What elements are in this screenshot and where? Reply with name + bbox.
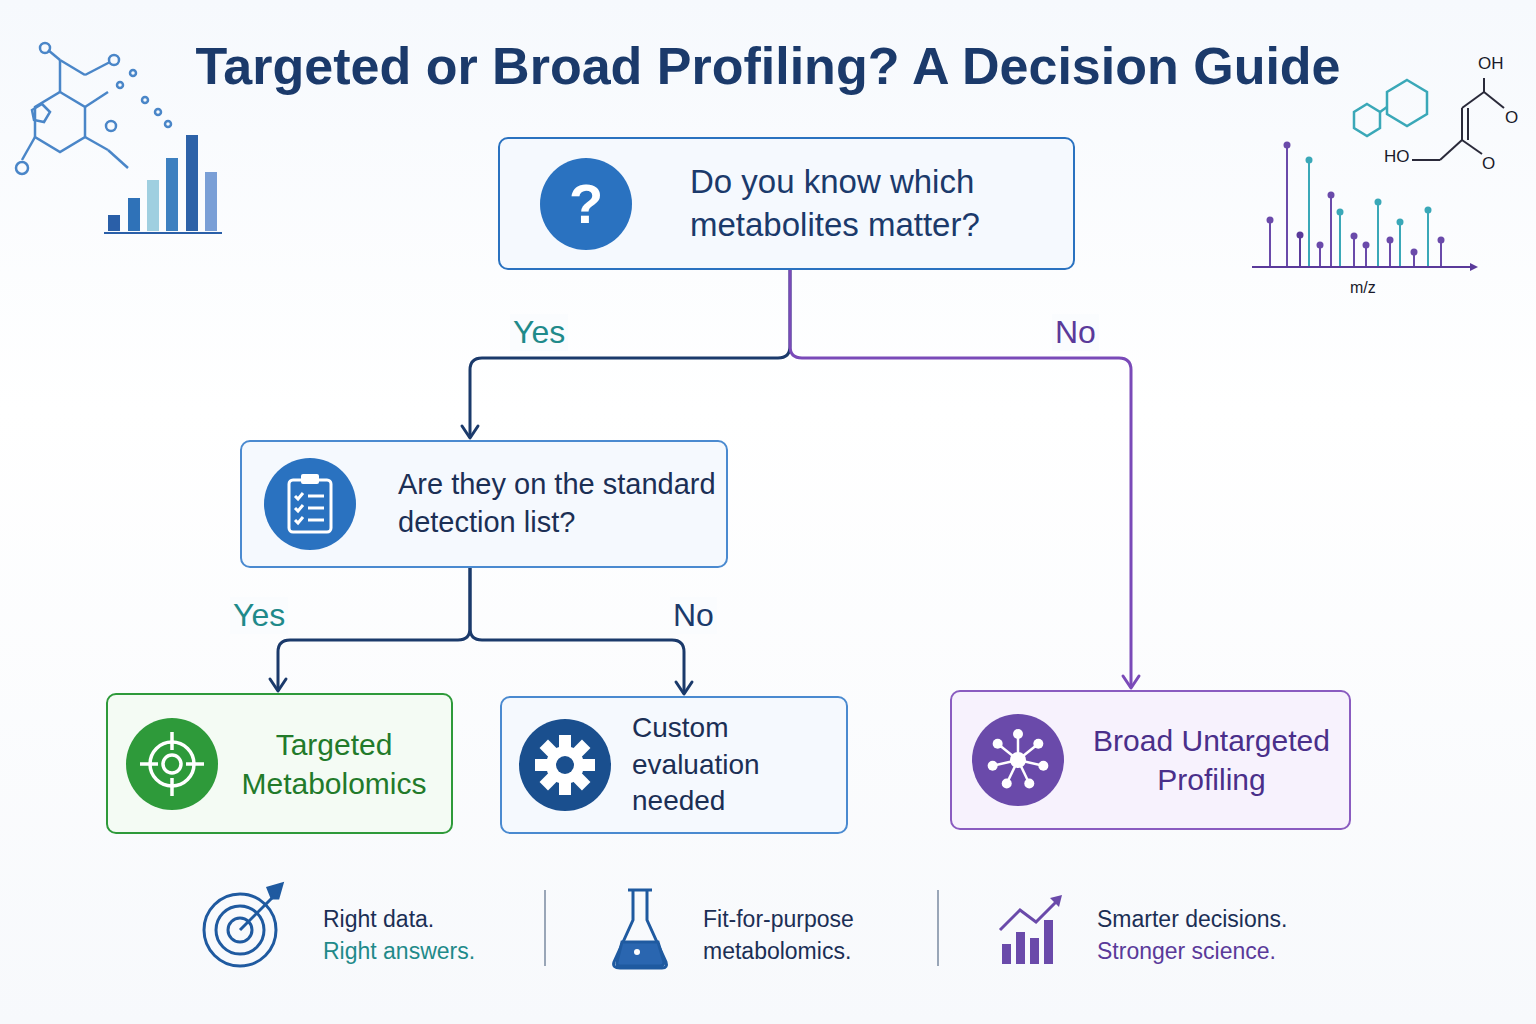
peak-dot	[1284, 142, 1291, 149]
footer-text: Fit-for-purpose metabolomics.	[703, 904, 873, 967]
peak-dot	[1375, 199, 1382, 206]
outcome-box: Targeted Metabolomics	[106, 693, 453, 834]
decision-box: Are they on the standard detection list?	[240, 440, 728, 568]
spectrum-peaks	[1267, 142, 1445, 267]
peak-dot	[1297, 232, 1304, 239]
outcome-box: Broad Untargeted Profiling	[950, 690, 1351, 830]
title: Targeted or Broad Profiling? A Decision …	[0, 36, 1536, 96]
peak-dot	[1387, 237, 1394, 244]
spectrum-peak	[1269, 220, 1271, 266]
target-icon	[124, 716, 220, 812]
network-dot	[1002, 778, 1012, 788]
bar-chart-illustration	[104, 135, 222, 233]
connector	[270, 568, 470, 691]
icon-glyph: ?	[569, 165, 603, 242]
node-text: Are they on the standard detection list?	[398, 466, 716, 541]
axis-label: m/z	[1350, 277, 1376, 299]
network-dot	[1013, 729, 1023, 739]
edge-label: Yes	[230, 597, 288, 634]
peak-dot	[1411, 249, 1418, 256]
peak-dot	[1363, 242, 1370, 249]
network-dot	[1038, 761, 1048, 771]
connector-line	[278, 568, 470, 691]
molecule-illustration	[16, 43, 171, 174]
spectrum-peak	[1427, 210, 1429, 266]
network-dot	[1033, 739, 1043, 749]
growth-footer-icon	[1000, 895, 1062, 964]
edge-label: Yes	[510, 314, 568, 351]
connector-line	[470, 568, 684, 694]
footer-text: Smarter decisions.	[1097, 904, 1287, 936]
peak-dot	[1438, 237, 1445, 244]
atom-label: O	[1505, 106, 1518, 129]
connector-line	[790, 270, 1131, 688]
node-text: Targeted Metabolomics	[234, 725, 434, 803]
footer-text: Right data.	[323, 904, 434, 936]
peak-dot	[1337, 209, 1344, 216]
spectrum-peak	[1399, 222, 1401, 266]
spectrum-peak	[1330, 195, 1332, 266]
spectrum-peak	[1377, 202, 1379, 266]
edge-label: No	[1052, 314, 1099, 351]
arrowhead	[676, 682, 692, 694]
atom-label: OH	[1478, 52, 1504, 75]
network-dot	[993, 739, 1003, 749]
spectrum-peak	[1353, 236, 1355, 266]
arrowhead	[462, 426, 478, 438]
network-icon	[970, 712, 1066, 808]
edge-label: No	[670, 597, 717, 634]
arrowhead	[1123, 676, 1139, 688]
clipboard-icon	[262, 456, 358, 552]
target-footer-icon	[204, 884, 282, 966]
node-text: Broad Untargeted Profiling	[1084, 721, 1339, 799]
spectrum-peak	[1389, 240, 1391, 266]
connector	[790, 270, 1139, 688]
spectrum-peak	[1299, 235, 1301, 266]
peak-dot	[1267, 217, 1274, 224]
peak-dot	[1351, 233, 1358, 240]
gear-icon	[517, 717, 613, 813]
arrowhead	[270, 679, 286, 691]
footer-text: Right answers.	[323, 936, 475, 968]
node-text: Custom evaluation needed	[632, 710, 836, 819]
spectrum-peak	[1440, 240, 1442, 266]
connector	[470, 568, 692, 694]
footer-divider	[937, 890, 939, 966]
connector-line	[470, 270, 790, 438]
peak-dot	[1306, 157, 1313, 164]
atom-label: HO	[1384, 145, 1410, 168]
structure-illustration	[1354, 78, 1504, 160]
peak-dot	[1317, 242, 1324, 249]
network-dot	[1024, 778, 1034, 788]
node-text: Do you know which metabolites matter?	[690, 161, 1050, 247]
spectrum-peak	[1286, 145, 1288, 266]
network-dot	[988, 761, 998, 771]
peak-dot	[1397, 219, 1404, 226]
outcome-box: Custom evaluation needed	[500, 696, 848, 834]
connector	[462, 270, 790, 438]
atom-label: O	[1482, 152, 1495, 175]
flask-footer-icon	[614, 890, 667, 968]
spectrum-peak	[1308, 160, 1310, 266]
peak-dot	[1425, 207, 1432, 214]
spectrum-peak	[1339, 212, 1341, 266]
peak-dot	[1328, 192, 1335, 199]
footer-divider	[544, 890, 546, 966]
footer-text: Stronger science.	[1097, 936, 1276, 968]
